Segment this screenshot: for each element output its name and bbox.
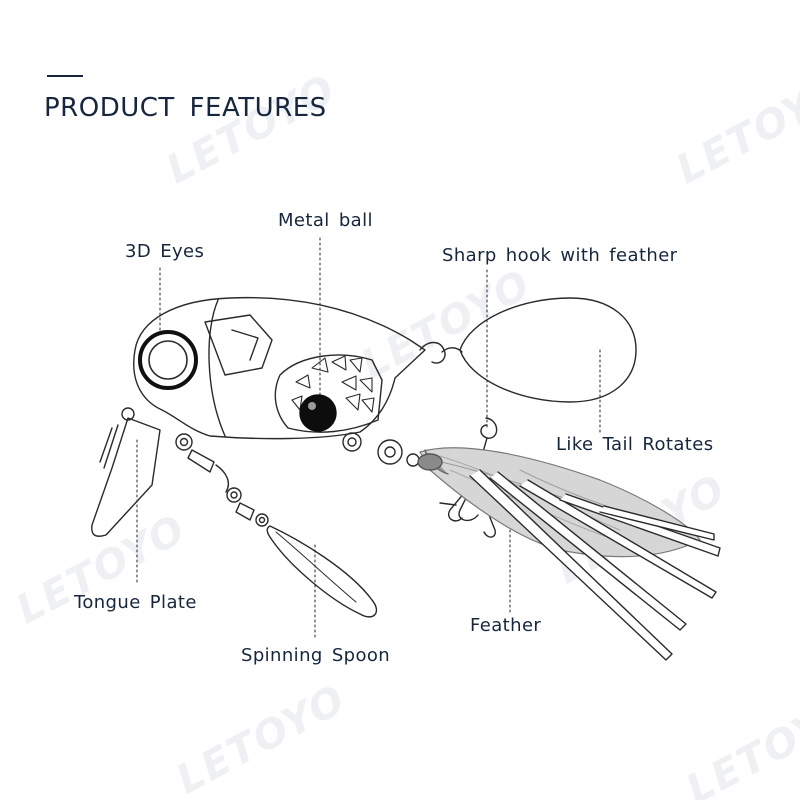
scale-pattern: [291, 355, 375, 413]
leader-lines: [136, 237, 601, 641]
rotating-tail-blade: [459, 297, 637, 403]
hook-eye: [480, 417, 498, 439]
tail-ring: [419, 341, 446, 364]
label-sharp-hook: Sharp hook with feather: [442, 245, 678, 266]
head-plate: [204, 314, 273, 376]
spoon-swivel: [175, 433, 193, 451]
spinning-spoon: [266, 525, 378, 618]
eye-outer: [138, 330, 198, 390]
page-title: PRODUCT FEATURES: [44, 93, 327, 123]
tongue-plate-detail: [99, 424, 119, 469]
head-plate-inner: [231, 329, 259, 361]
metal-ball: [299, 394, 337, 432]
label-tail-rotates: Like Tail Rotates: [556, 434, 714, 455]
belly-swivel: [377, 439, 403, 465]
body-seam: [208, 299, 226, 437]
title-accent-line: [47, 75, 83, 77]
label-metal-ball: Metal ball: [278, 210, 373, 231]
belly-ring: [342, 432, 362, 452]
side-window: [274, 354, 383, 433]
lure-body: [133, 296, 426, 440]
label-3d-eyes: 3D Eyes: [125, 241, 205, 262]
label-feather: Feather: [470, 615, 542, 636]
label-spinning-spoon: Spinning Spoon: [241, 645, 391, 666]
feather: [417, 447, 721, 661]
tongue-ring: [121, 407, 135, 421]
label-tongue-plate: Tongue Plate: [74, 592, 197, 613]
eye-inner: [148, 340, 188, 380]
tongue-plate: [91, 417, 161, 537]
